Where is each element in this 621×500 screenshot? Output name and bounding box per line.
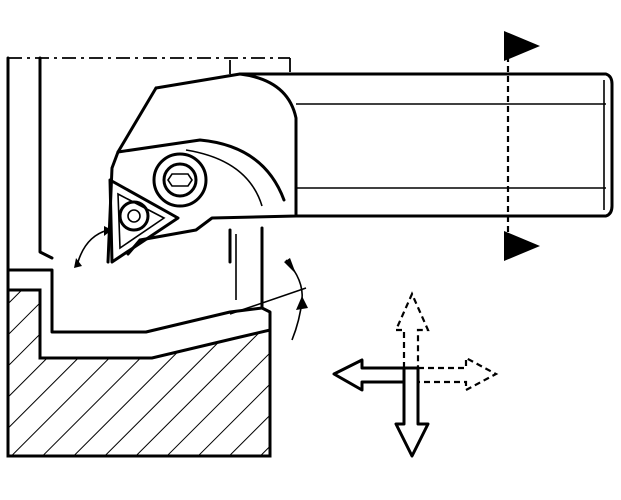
tool-head — [106, 72, 298, 264]
triangular-insert — [108, 178, 180, 264]
feed-arrows-icon — [332, 291, 499, 458]
bore-outline — [6, 56, 272, 458]
clamp-screw-icon — [152, 152, 208, 208]
section-arrow-top-icon — [504, 31, 540, 258]
approach-angle-icon — [74, 226, 112, 268]
workpiece-section — [6, 288, 272, 458]
center-line — [8, 57, 291, 78]
clearance-angle-icon — [229, 258, 308, 341]
tool-holder-shank — [238, 72, 614, 218]
